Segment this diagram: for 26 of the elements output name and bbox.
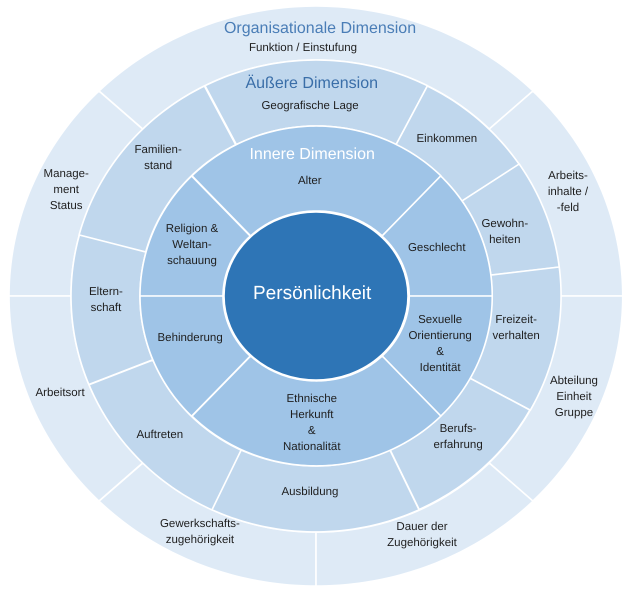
segment-label: Gewerkschafts- zugehörigkeit bbox=[160, 516, 240, 548]
segment-label: Auftreten bbox=[136, 428, 184, 443]
segment-label: Religion & Weltan- schauung bbox=[165, 222, 219, 269]
segment-label: Freizeit- verhalten bbox=[492, 312, 540, 344]
segment-label: Arbeitsort bbox=[36, 386, 85, 401]
segment-label: Gewohn- heiten bbox=[481, 216, 528, 248]
segment-label: Ausbildung bbox=[281, 484, 338, 500]
ring-title: Organisationale Dimension bbox=[224, 19, 416, 39]
ring-title: Äußere Dimension bbox=[245, 74, 378, 94]
segment-label: Abteilung Einheit Gruppe bbox=[550, 374, 598, 421]
segment-label: Eltern- schaft bbox=[89, 284, 123, 316]
ring-title: Innere Dimension bbox=[249, 145, 375, 165]
segment-label: Sexuelle Orientierung & Identität bbox=[408, 313, 472, 376]
segment-label: Alter bbox=[298, 174, 322, 189]
segment-label: Ethnische Herkunft & Nationalität bbox=[282, 392, 341, 455]
segment-label: Berufs- erfahrung bbox=[433, 422, 483, 453]
segment-label: Geografische Lage bbox=[261, 99, 359, 114]
segment-label: Dauer der Zugehörigkeit bbox=[386, 520, 458, 551]
segment-label: Funktion / Einstufung bbox=[248, 41, 358, 56]
segment-label: Behinderung bbox=[158, 331, 223, 346]
segment-label: Arbeits- inhalte / -feld bbox=[546, 168, 589, 216]
segment-label: Geschlecht bbox=[408, 240, 466, 256]
center-label: Persönlichkeit bbox=[253, 282, 372, 306]
segment-label: Einkommen bbox=[416, 132, 478, 147]
segment-label: Familien- stand bbox=[134, 142, 182, 174]
segment-label: Manage- ment Status bbox=[44, 166, 89, 214]
